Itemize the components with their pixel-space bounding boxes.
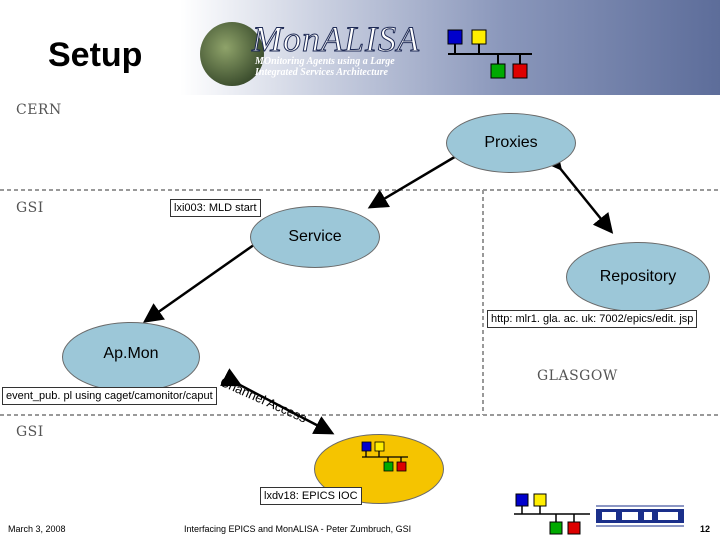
lxi003-label: lxi003: MLD start [170,199,261,217]
repository-label: Repository [599,268,677,285]
monalisa-logo-subtitle: MOnitoring Agents using a Large Integrat… [255,56,395,78]
channel-access-arrow [220,368,335,435]
region-glasgow-label: GLASGOW [537,368,618,384]
logo-subtitle-line2: Integrated Services Architecture [255,67,388,78]
region-gsi-bottom-label: GSI [16,424,44,440]
ioc-host-label: lxdv18: EPICS IOC [260,487,362,505]
network-topology-icon [447,29,532,79]
region-cern-label: CERN [16,102,62,118]
header-banner [0,0,720,95]
proxies-node: Proxies [446,113,576,173]
region-gsi-top-label: GSI [16,200,44,216]
proxies-repository-arrow [541,149,614,234]
service-proxies-arrow [367,135,482,209]
monalisa-logo-text: MonALISA [252,19,420,60]
repository-url-label: http: mlr1. gla. ac. uk: 7002/epics/edit… [487,310,698,328]
apmon-node: Ap.Mon [62,322,200,392]
footer-title: Interfacing EPICS and MonALISA - Peter Z… [184,524,412,534]
ioc-network-icon [361,441,408,472]
logo-subtitle-line1: MOnitoring Agents using a Large [255,56,395,67]
footer-page-number: 12 [700,524,711,534]
gsi-logo [514,493,684,535]
footer-date: March 3, 2008 [8,524,66,534]
slide-title: Setup [48,36,143,74]
service-apmon-arrow [142,225,277,323]
repository-node: Repository [566,242,710,312]
service-node: Service [250,206,380,268]
event-pub-label: event_pub. pl using caget/camonitor/capu… [2,387,217,405]
proxies-label: Proxies [484,134,538,151]
monalisa-logo-image [200,22,264,86]
service-label: Service [288,228,342,245]
apmon-label: Ap.Mon [103,345,159,362]
